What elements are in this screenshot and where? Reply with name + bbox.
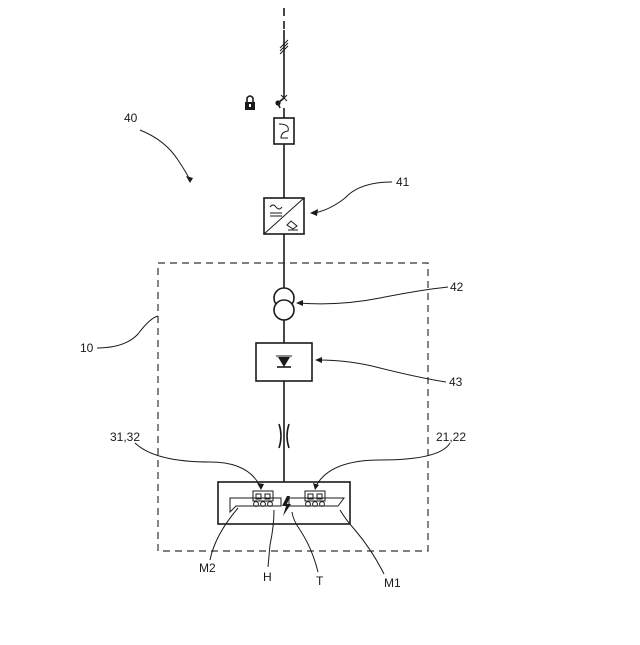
label-43: 43 (449, 375, 463, 389)
supply-line (280, 8, 288, 98)
label-t: T (316, 574, 324, 588)
label-31-32: 31,32 (110, 430, 140, 444)
label-21-22: 21,22 (436, 430, 466, 444)
label-42: 42 (450, 280, 464, 294)
label-41: 41 (396, 175, 410, 189)
contact-assembly (218, 482, 350, 524)
label-40: 40 (124, 111, 138, 125)
rectifier-box (256, 343, 312, 482)
circuit-breaker (275, 95, 287, 118)
lock-icon (245, 96, 255, 110)
fuse-box (274, 118, 294, 198)
converter-box (264, 198, 304, 288)
label-m2: M2 (199, 561, 216, 575)
label-m1: M1 (384, 576, 401, 590)
label-h: H (263, 570, 272, 584)
transformer-symbol (274, 288, 294, 343)
label-10: 10 (80, 341, 94, 355)
